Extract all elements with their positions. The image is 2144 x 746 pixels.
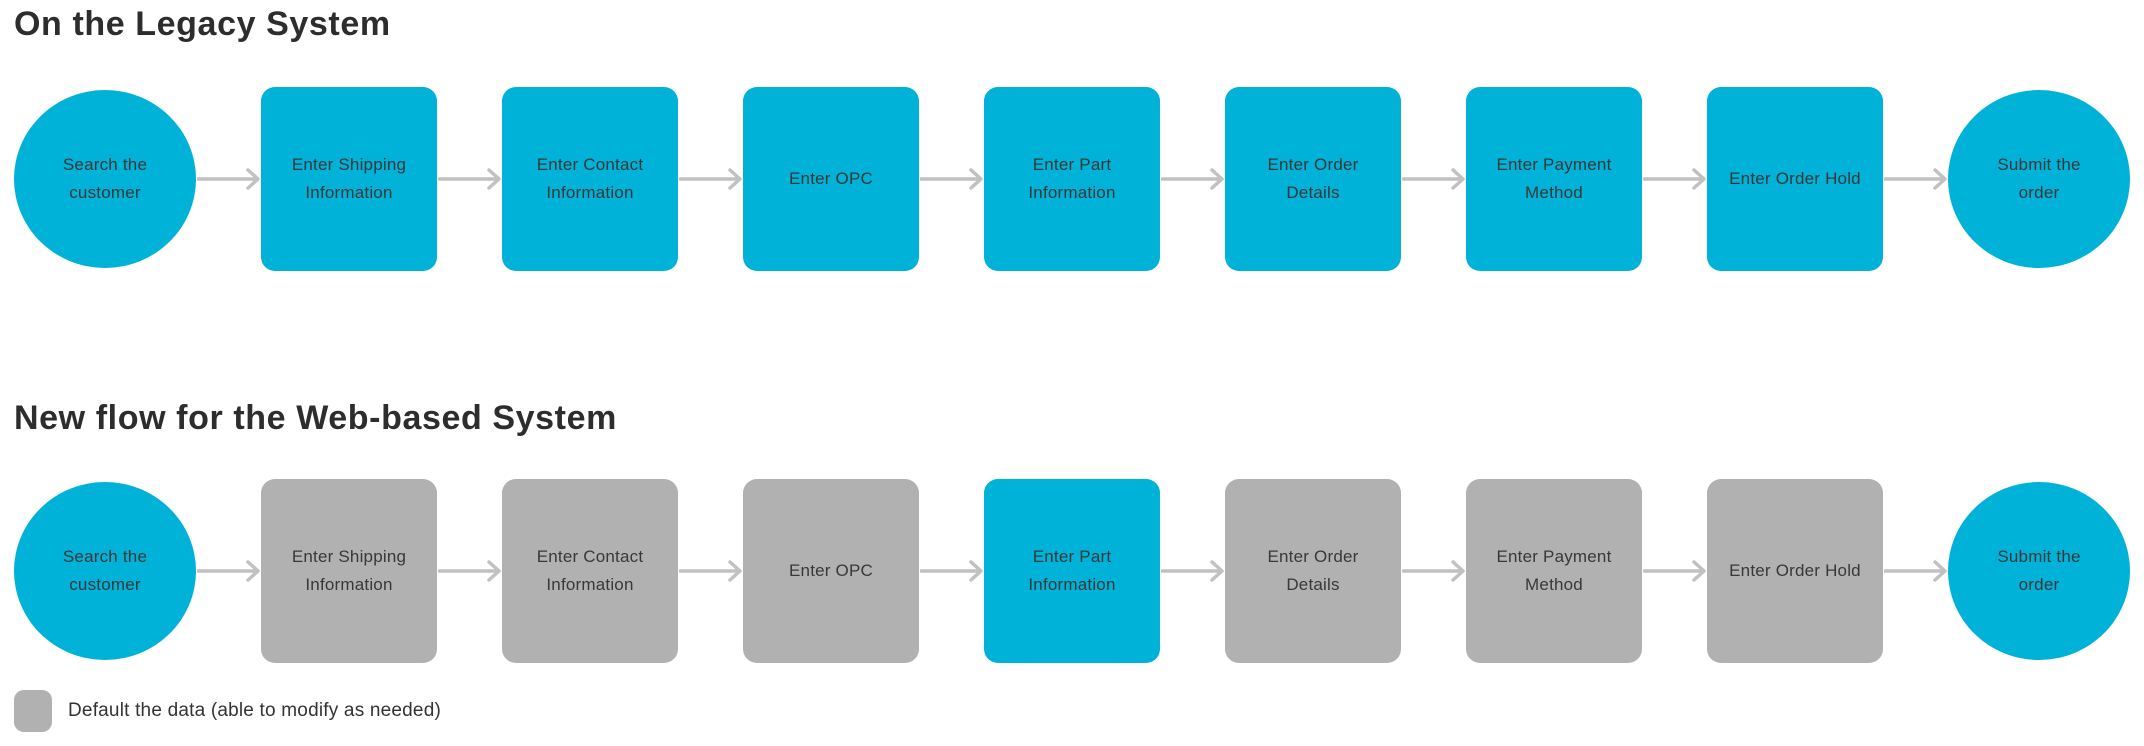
flow-arrow-icon xyxy=(1883,168,1947,190)
node-label: Enter Order Hold xyxy=(1729,169,1861,189)
flow-node-box: Enter Contact Information xyxy=(502,87,678,271)
node-label: Enter Contact Information xyxy=(536,547,644,594)
flow-arrow-icon xyxy=(919,560,983,582)
node-label: Submit the order xyxy=(1997,547,2081,594)
flow-legacy: Search the customer Enter Shipping Inform… xyxy=(14,86,2130,272)
node-label: Enter Payment Method xyxy=(1496,547,1612,594)
flow-arrow-icon xyxy=(1160,168,1224,190)
flow-arrow-icon xyxy=(1401,560,1465,582)
flow-node-circle: Submit the order xyxy=(1948,90,2130,268)
flow-node-box: Enter Shipping Information xyxy=(261,479,437,663)
legend-label: Default the data (able to modify as need… xyxy=(68,700,441,721)
node-label: Enter Shipping Information xyxy=(291,547,407,594)
flow-arrow-icon xyxy=(196,168,260,190)
flow-arrow-icon xyxy=(196,560,260,582)
flow-arrow-icon xyxy=(1642,168,1706,190)
node-label: Enter Part Information xyxy=(1028,547,1116,594)
node-label: Enter Order Hold xyxy=(1729,561,1861,581)
flow-node-box: Enter Order Details xyxy=(1225,479,1401,663)
node-label: Enter Order Details xyxy=(1267,155,1359,202)
flow-arrow-icon xyxy=(437,168,501,190)
flow-node-box: Enter OPC xyxy=(743,479,919,663)
node-label: Enter Order Details xyxy=(1267,547,1359,594)
flow-node-box: Enter Part Information xyxy=(984,87,1160,271)
flow-arrow-icon xyxy=(678,560,742,582)
flow-node-box: Enter Order Hold xyxy=(1707,479,1883,663)
flow-node-circle: Search the customer xyxy=(14,482,196,660)
flow-node-circle: Search the customer xyxy=(14,90,196,268)
flow-arrow-icon xyxy=(437,560,501,582)
flow-arrow-icon xyxy=(919,168,983,190)
section-title-new-flow: New flow for the Web-based System xyxy=(14,399,617,437)
node-label: Enter Part Information xyxy=(1028,155,1116,202)
node-label: Enter Shipping Information xyxy=(291,155,407,202)
flow-arrow-icon xyxy=(678,168,742,190)
node-label: Search the customer xyxy=(62,155,148,202)
flow-node-box: Enter Payment Method xyxy=(1466,87,1642,271)
flow-new-web-based: Search the customer Enter Shipping Inform… xyxy=(14,478,2130,664)
flow-arrow-icon xyxy=(1883,560,1947,582)
flow-node-box: Enter Contact Information xyxy=(502,479,678,663)
node-label: Enter OPC xyxy=(789,561,873,581)
flow-node-box: Enter Order Hold xyxy=(1707,87,1883,271)
node-label: Submit the order xyxy=(1997,155,2081,202)
legend-swatch xyxy=(14,690,52,732)
node-label: Enter OPC xyxy=(789,169,873,189)
flow-node-box: Enter OPC xyxy=(743,87,919,271)
flow-arrow-icon xyxy=(1401,168,1465,190)
flow-node-circle: Submit the order xyxy=(1948,482,2130,660)
section-title-legacy: On the Legacy System xyxy=(14,5,391,43)
flow-arrow-icon xyxy=(1642,560,1706,582)
flow-node-box: Enter Payment Method xyxy=(1466,479,1642,663)
flow-node-box: Enter Part Information xyxy=(984,479,1160,663)
node-label: Enter Payment Method xyxy=(1496,155,1612,202)
legend: Default the data (able to modify as need… xyxy=(14,690,441,732)
node-label: Enter Contact Information xyxy=(536,155,644,202)
flow-node-box: Enter Shipping Information xyxy=(261,87,437,271)
flow-node-box: Enter Order Details xyxy=(1225,87,1401,271)
flow-arrow-icon xyxy=(1160,560,1224,582)
node-label: Search the customer xyxy=(62,547,148,594)
